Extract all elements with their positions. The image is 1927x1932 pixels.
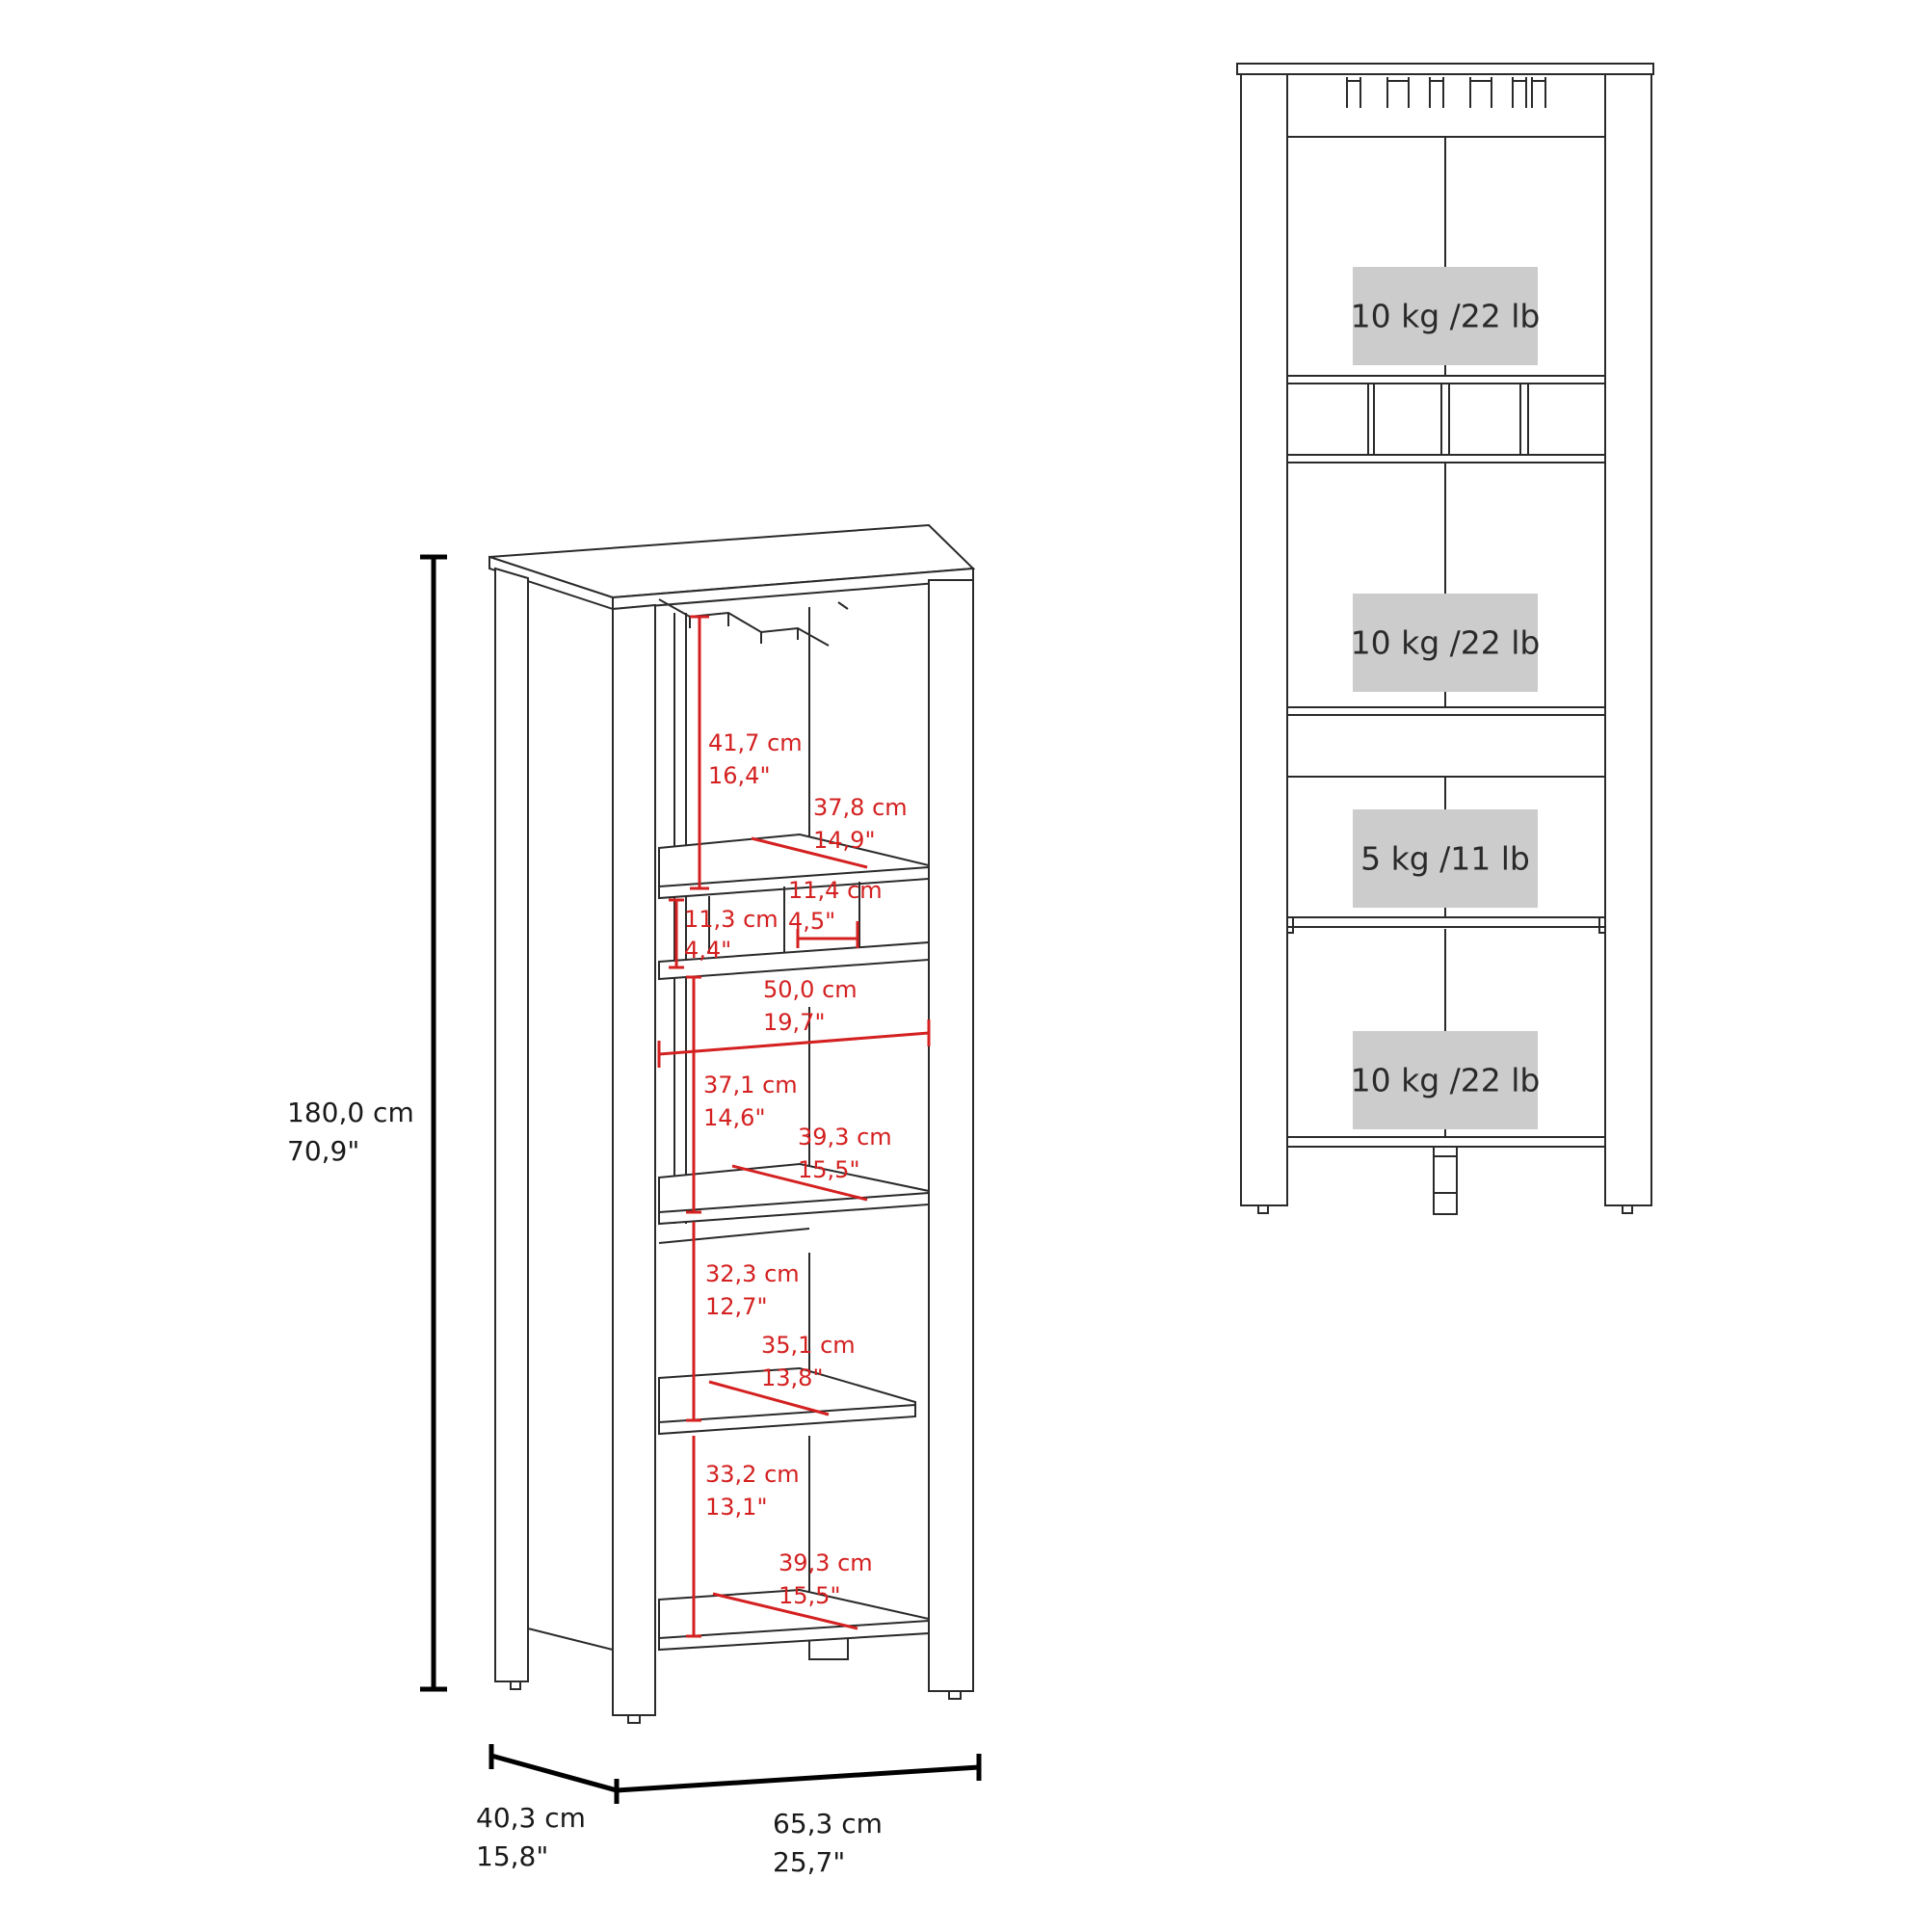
cabinet-front-right-post (928, 579, 974, 1692)
bottom-shelf-depth-cm: 39,3 cm (779, 1549, 873, 1576)
front-right-post (1604, 73, 1652, 1206)
load-box-upper-middle (1353, 594, 1538, 692)
front-left-post (1240, 73, 1288, 1206)
width-in: 25,7" (773, 1846, 845, 1878)
cabinet-front-left-post (612, 603, 656, 1716)
bottom-shelf-depth-in: 15,5" (779, 1582, 840, 1609)
top-compartment-height-cm: 41,7 cm (708, 729, 803, 756)
cabinet-side-panel (494, 567, 529, 1682)
middle-shelf-depth-in: 15,5" (798, 1156, 859, 1183)
load-label-bottom: 10 kg /22 lb (1351, 1062, 1541, 1099)
glass-rack (658, 598, 849, 647)
interior-dimension-lines (657, 615, 931, 1638)
top-compartment-height-in: 16,4" (708, 762, 770, 789)
overall-height-cm: 180,0 cm (287, 1097, 414, 1128)
load-label-lower-middle: 5 kg /11 lb (1360, 840, 1530, 878)
lower-compartment-height-in: 12,7" (705, 1293, 767, 1320)
shelf-middle (658, 1162, 930, 1226)
base-dimension-lines (488, 1744, 982, 1804)
overall-height-dimension (420, 554, 447, 1692)
depth-in: 15,8" (476, 1840, 548, 1872)
front-glass-rack (1346, 77, 1546, 108)
lower-shelf-depth-cm: 35,1 cm (761, 1332, 856, 1359)
cabinet-front-view (1236, 63, 1654, 1215)
overall-height-in: 70,9" (287, 1135, 359, 1167)
cubby-height-in: 4,4" (684, 937, 731, 964)
load-label-upper-middle: 10 kg /22 lb (1351, 624, 1541, 662)
bottom-compartment-height-cm: 33,2 cm (705, 1461, 800, 1488)
load-capacity-labels: 10 kg /22 lb 10 kg /22 lb 5 kg /11 lb 10… (1351, 267, 1541, 1129)
inner-width-in: 19,7" (763, 1009, 825, 1036)
cubby-height-cm: 11,3 cm (684, 906, 779, 933)
middle-compartment-height-cm: 37,1 cm (703, 1072, 798, 1098)
middle-shelf-depth-cm: 39,3 cm (798, 1124, 892, 1151)
shelf-cubby-base (658, 940, 930, 981)
cubby-width-in: 4,5" (788, 908, 835, 935)
upper-shelf-depth-cm: 37,8 cm (813, 794, 908, 821)
lower-shelf-depth-in: 13,8" (761, 1364, 823, 1391)
load-box-bottom (1353, 1031, 1538, 1129)
front-leveling-foot (1433, 1146, 1458, 1215)
bottom-compartment-height-in: 13,1" (705, 1494, 767, 1521)
cubby-width-cm: 11,4 cm (788, 877, 883, 904)
lower-compartment-height-cm: 32,3 cm (705, 1260, 800, 1287)
width-cm: 65,3 cm (773, 1808, 883, 1839)
inner-width-cm: 50,0 cm (763, 976, 858, 1003)
cabinet-perspective-view (488, 523, 976, 1724)
upper-shelf-depth-in: 14,9" (813, 827, 875, 854)
depth-cm: 40,3 cm (476, 1802, 586, 1834)
load-box-top (1353, 267, 1538, 365)
load-box-lower-middle (1353, 809, 1538, 908)
load-label-top: 10 kg /22 lb (1351, 298, 1541, 335)
middle-compartment-height-in: 14,6" (703, 1104, 765, 1131)
front-top-board (1236, 63, 1654, 75)
